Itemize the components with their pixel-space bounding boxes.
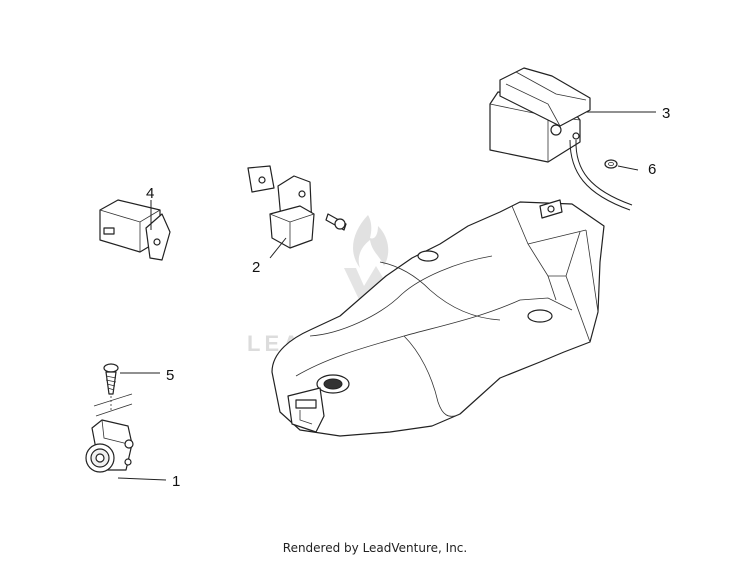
callouts: 4 2 3 6 5 1 [146, 105, 670, 490]
relay-2 [247, 165, 347, 249]
callout-1: 1 [172, 473, 180, 490]
leader-6 [617, 165, 639, 171]
callout-2: 2 [252, 259, 260, 276]
callout-5: 5 [166, 367, 174, 384]
mount-guide-line [93, 393, 133, 417]
callout-3: 3 [662, 105, 670, 122]
callout-4: 4 [146, 185, 154, 202]
inner-frame [271, 199, 605, 437]
leader-1 [117, 477, 167, 481]
battery [489, 67, 591, 163]
screw [103, 363, 119, 395]
relay-4 [99, 199, 171, 261]
horn [85, 419, 134, 473]
footer-credit: Rendered by LeadVenture, Inc. [282, 541, 468, 555]
leader-2 [269, 237, 287, 259]
nut [604, 159, 618, 169]
leader-lines [117, 111, 656, 481]
callout-6: 6 [648, 161, 656, 178]
battery-vent-tube [569, 139, 633, 211]
